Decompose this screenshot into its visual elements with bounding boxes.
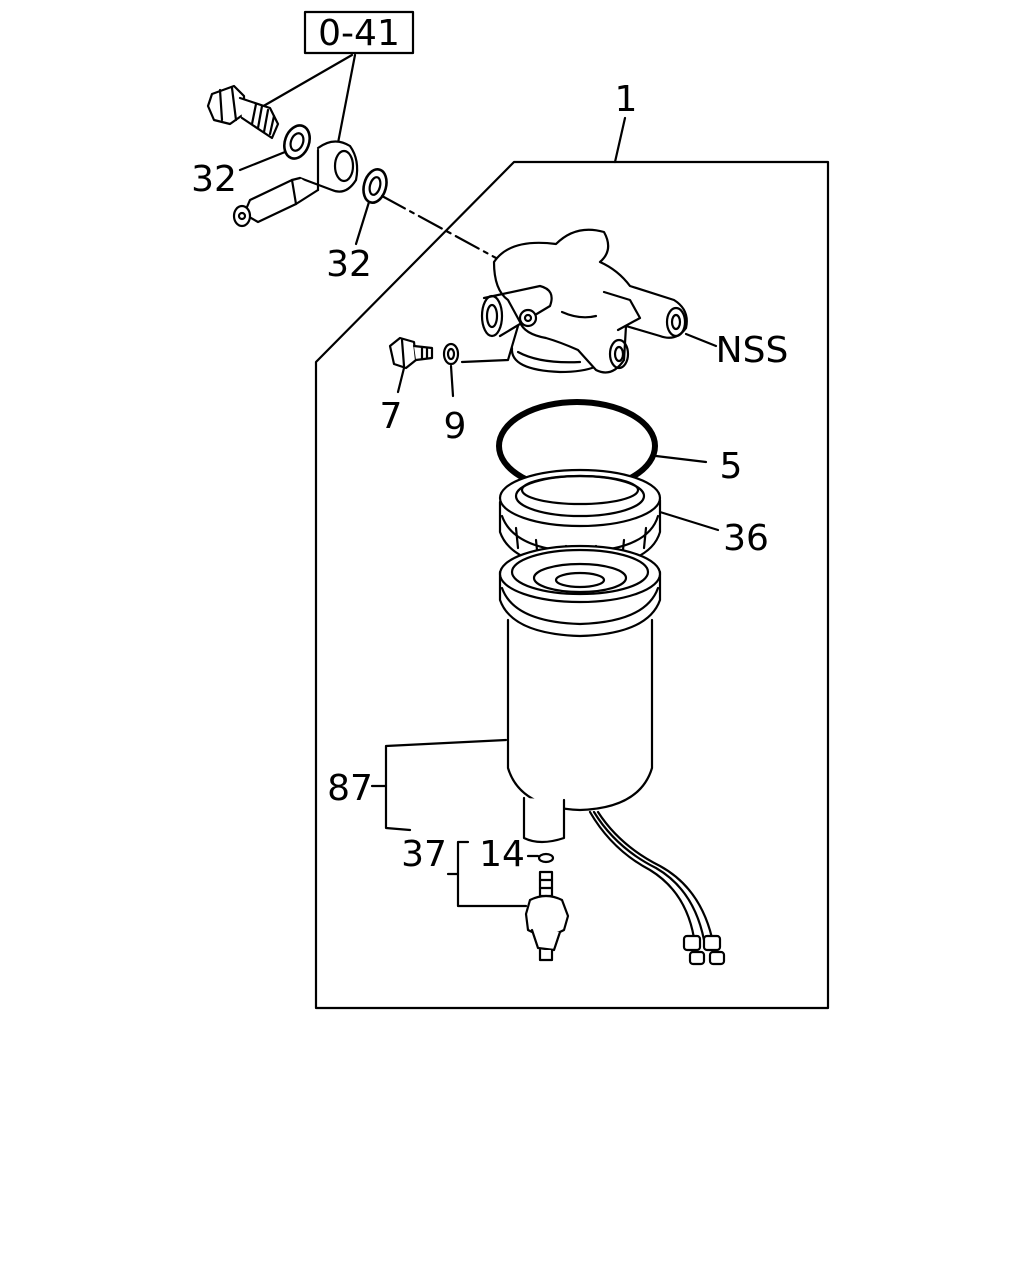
assembly-frame — [314, 160, 830, 1010]
callout-washer-upper: 32 — [191, 159, 237, 200]
bleed-washer — [442, 342, 460, 366]
callout-drain-o-ring: 14 — [479, 834, 525, 875]
callout-element: 87 — [327, 768, 373, 809]
callout-washer-small: 9 — [444, 406, 467, 447]
banjo-bolt — [206, 84, 280, 140]
assembly-axis-line — [380, 194, 498, 260]
reference-leaders — [258, 53, 357, 145]
leader-ring-nut — [658, 510, 720, 532]
leader-bolt — [396, 366, 406, 394]
sensor-wires — [588, 810, 726, 966]
leader-washer-small — [449, 364, 455, 398]
callout-ring-nut: 36 — [723, 518, 769, 559]
leader-head — [684, 332, 718, 348]
filter-element — [498, 544, 662, 844]
callout-assembly: 1 — [615, 79, 638, 120]
leader-washer-upper — [238, 150, 287, 172]
callout-head: NSS — [716, 330, 789, 371]
reference-box-frame — [303, 10, 415, 55]
callout-bolt: 7 — [380, 396, 403, 437]
bracket-element — [384, 738, 508, 832]
leader-washer-lower — [354, 200, 371, 246]
bleed-bolt — [388, 336, 434, 370]
filter-head — [480, 228, 688, 374]
leader-assembly — [613, 116, 627, 164]
washer-upper — [283, 124, 311, 160]
callout-o-ring: 5 — [720, 446, 743, 487]
drain-o-ring — [537, 852, 555, 864]
drain-plug — [524, 870, 570, 962]
callout-washer-lower: 32 — [326, 244, 372, 285]
callout-drain-plug: 37 — [401, 834, 447, 875]
banjo-fitting — [232, 140, 359, 228]
washer-lower — [362, 168, 388, 204]
reference-box-label: 0-41 — [318, 13, 400, 54]
reference-box[interactable]: 0-41 — [303, 10, 415, 55]
leader-washer-to-head — [460, 324, 520, 364]
leader-o-ring — [654, 454, 708, 464]
